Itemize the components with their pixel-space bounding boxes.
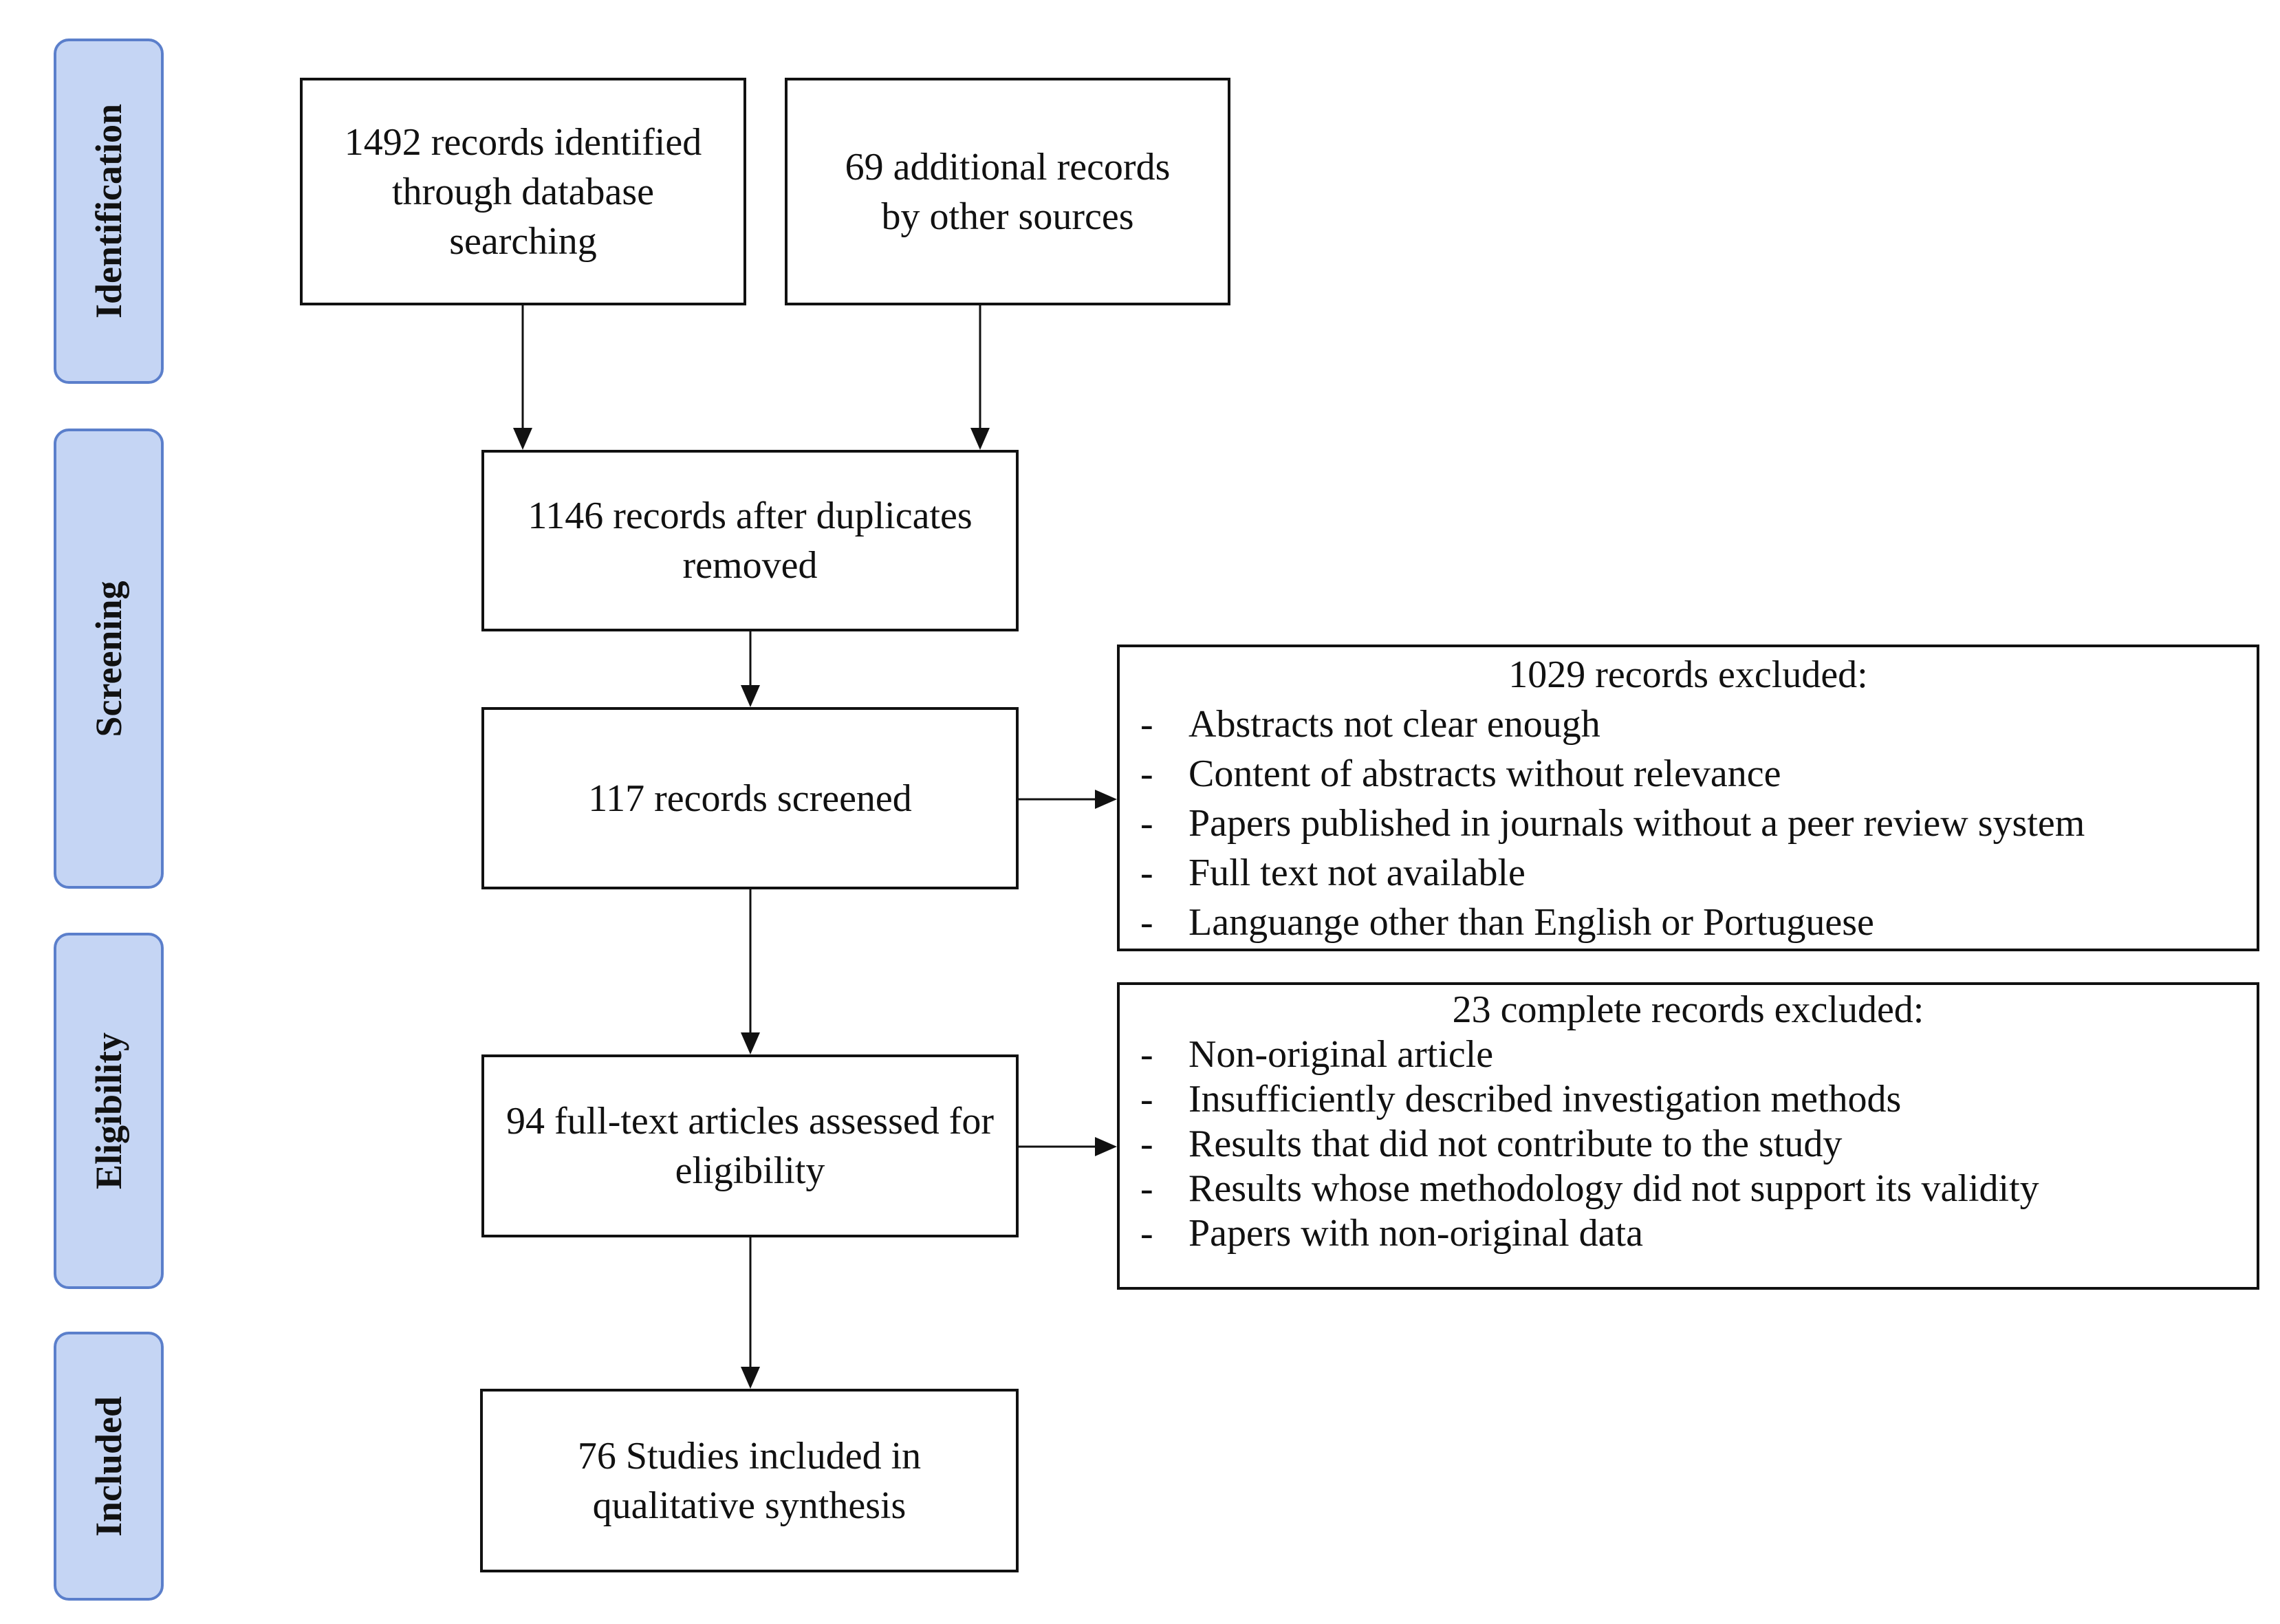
screening-exclusions-title: 1029 records excluded: [1508, 653, 1868, 696]
phase-included: Included [54, 1332, 164, 1601]
exclusion-reason-text: Papers with non-original data [1188, 1212, 1643, 1255]
arrowhead-screened-to-exclusions [1095, 790, 1117, 809]
database-search-box: 1492 records identified through database… [300, 78, 746, 305]
full-text-assessed-text: 94 full-text articles assessed for eligi… [506, 1100, 995, 1192]
phase-included-label: Included [88, 1396, 129, 1537]
exclusion-reason-text: Non-original article [1188, 1033, 1494, 1076]
records-screened-text: 117 records screened [588, 777, 912, 820]
full-text-assessed-box: 94 full-text articles assessed for eligi… [481, 1054, 1019, 1237]
arrowhead-database-to-duplicates [513, 428, 532, 450]
studies-included-text: 76 Studies included in qualitative synth… [577, 1434, 922, 1527]
exclusion-reason: -Non-original article [1140, 1032, 2236, 1077]
bullet-dash: - [1140, 901, 1153, 944]
arrowhead-fulltext-to-exclusions [1095, 1137, 1117, 1156]
database-search-text: 1492 records identified through database… [344, 120, 702, 263]
bullet-dash: - [1140, 1033, 1153, 1076]
exclusion-reason: -Abstracts not clear enough [1140, 700, 2236, 749]
phase-screening: Screening [54, 429, 164, 889]
bullet-dash: - [1140, 1078, 1153, 1120]
exclusion-reason-text: Results whose methodology did not suppor… [1188, 1167, 2039, 1210]
bullet-dash: - [1140, 753, 1153, 795]
exclusion-reason: -Languange other than English or Portugu… [1140, 898, 2236, 947]
bullet-dash: - [1140, 1123, 1153, 1165]
phase-screening-label: Screening [88, 581, 129, 737]
exclusion-reason-text: Insufficiently described investigation m… [1188, 1078, 1902, 1120]
exclusion-reason: -Results whose methodology did not suppo… [1140, 1167, 2236, 1211]
phase-eligibility: Eligibility [54, 933, 164, 1289]
phase-eligibility-label: Eligibility [88, 1032, 129, 1190]
studies-included-box: 76 Studies included in qualitative synth… [480, 1389, 1019, 1572]
exclusion-reason-text: Languange other than English or Portugue… [1188, 901, 1874, 944]
exclusion-reason-text: Papers published in journals without a p… [1188, 802, 2085, 845]
after-duplicates-text: 1146 records after duplicates removed [528, 495, 973, 587]
arrowhead-other-to-duplicates [970, 428, 990, 450]
phase-identification-label: Identification [88, 103, 129, 319]
screening-exclusions-list: -Abstracts not clear enough -Content of … [1140, 700, 2236, 947]
exclusion-reason-text: Abstracts not clear enough [1188, 703, 1600, 746]
records-screened-box: 117 records screened [481, 707, 1019, 889]
exclusion-reason: -Full text not available [1140, 848, 2236, 898]
arrowhead-screened-to-fulltext [741, 1032, 760, 1054]
exclusion-reason: -Papers published in journals without a … [1140, 799, 2236, 848]
exclusion-reason-text: Full text not available [1188, 852, 1526, 894]
bullet-dash: - [1140, 1167, 1153, 1210]
arrowhead-fulltext-to-included [741, 1367, 760, 1389]
exclusion-reason-text: Results that did not contribute to the s… [1188, 1123, 1843, 1165]
arrowhead-duplicates-to-screened [741, 685, 760, 707]
exclusion-reason: -Papers with non-original data [1140, 1211, 2236, 1256]
bullet-dash: - [1140, 1212, 1153, 1255]
exclusion-reason: -Content of abstracts without relevance [1140, 749, 2236, 799]
exclusion-reason: -Results that did not contribute to the … [1140, 1122, 2236, 1167]
eligibility-exclusions-title: 23 complete records excluded: [1452, 988, 1924, 1031]
after-duplicates-box: 1146 records after duplicates removed [481, 450, 1019, 631]
screening-exclusions-box: 1029 records excluded: -Abstracts not cl… [1117, 645, 2259, 951]
phase-identification: Identification [54, 39, 164, 384]
exclusion-reason: -Insufficiently described investigation … [1140, 1077, 2236, 1122]
bullet-dash: - [1140, 852, 1153, 894]
exclusion-reason-text: Content of abstracts without relevance [1188, 753, 1781, 795]
eligibility-exclusions-box: 23 complete records excluded: -Non-origi… [1117, 982, 2259, 1290]
bullet-dash: - [1140, 802, 1153, 845]
other-sources-box: 69 additional records by other sources [785, 78, 1230, 305]
eligibility-exclusions-list: -Non-original article -Insufficiently de… [1140, 1032, 2236, 1256]
other-sources-text: 69 additional records by other sources [845, 145, 1171, 238]
bullet-dash: - [1140, 703, 1153, 746]
